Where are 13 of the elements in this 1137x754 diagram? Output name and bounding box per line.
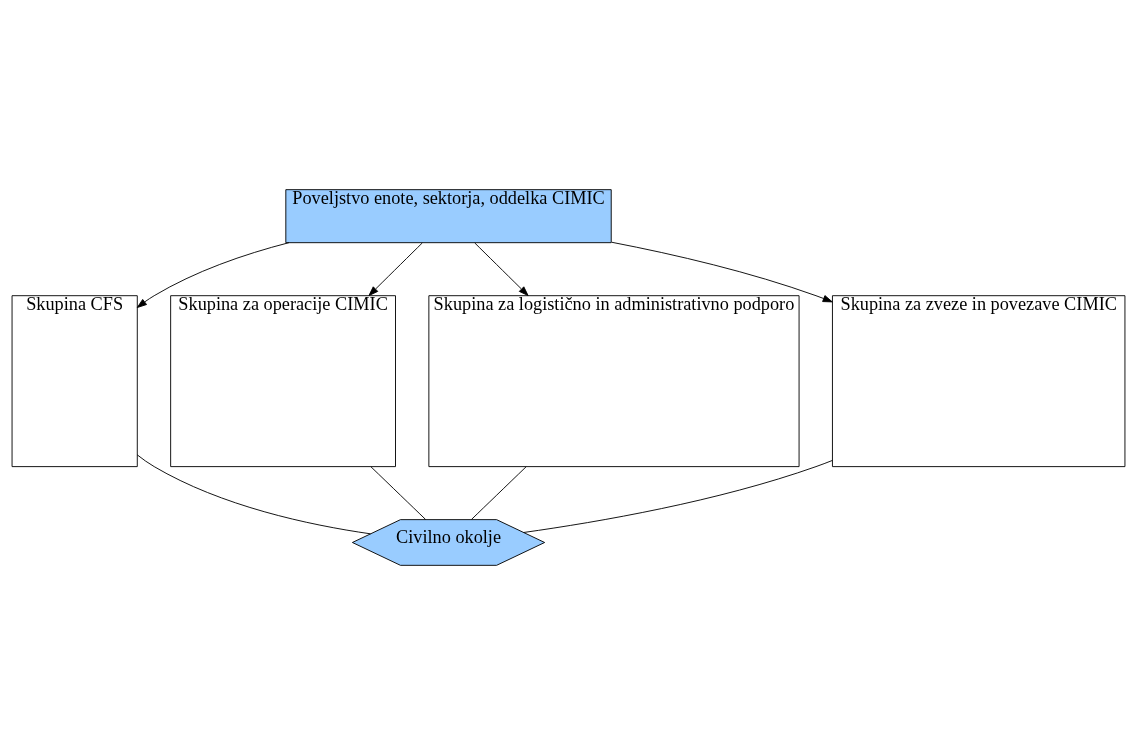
- node-box: Skupina CFS: [11, 294, 138, 467]
- node-box: Skupina za operacije CIMIC: [170, 294, 396, 467]
- connector: [523, 459, 833, 533]
- node-box: Skupina za zveze in povezave CIMIC: [832, 294, 1126, 467]
- arrow: [368, 241, 423, 296]
- connector: [370, 465, 427, 520]
- arrow: [136, 241, 290, 308]
- node-box: Skupina za logistično in administrativno podporo: [428, 294, 800, 467]
- arrow: [611, 241, 833, 302]
- node-box: Poveljstvo enote, sektorja, oddelka CIMIC: [285, 188, 612, 243]
- connector: [136, 453, 371, 534]
- arrow: [474, 241, 529, 296]
- connector: [471, 465, 527, 520]
